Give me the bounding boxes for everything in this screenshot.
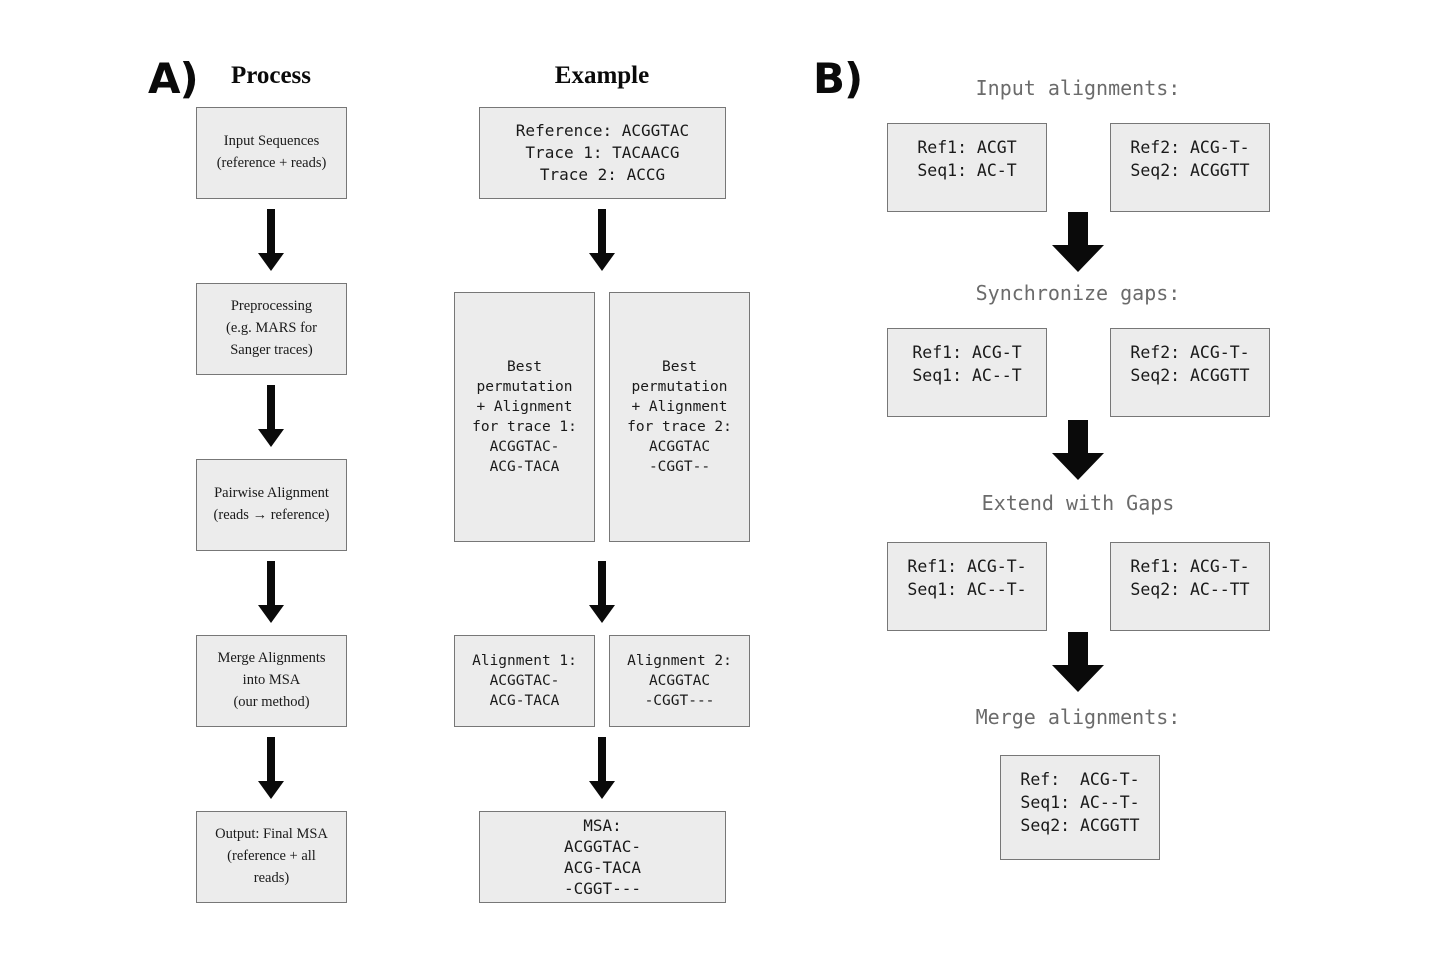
b-box-sync-left-text: Ref1: ACG-T Seq1: AC--T bbox=[912, 343, 1022, 385]
b-box-sync-left: Ref1: ACG-T Seq1: AC--T bbox=[887, 328, 1047, 417]
step-header-extend-with-gaps: Extend with Gaps bbox=[981, 491, 1175, 515]
b-box-extend-right-text: Ref1: ACG-T- Seq2: AC--TT bbox=[1130, 557, 1250, 599]
example-box-input: Reference: ACGGTAC Trace 1: TACAACG Trac… bbox=[479, 107, 726, 199]
process-box-output-msa: Output: Final MSA (reference + all reads… bbox=[196, 811, 347, 903]
process-box-output-msa-text: Output: Final MSA (reference + all reads… bbox=[215, 826, 328, 886]
example-box-input-text: Reference: ACGGTAC Trace 1: TACAACG Trac… bbox=[515, 120, 690, 185]
panel-b-label: B) bbox=[813, 54, 863, 103]
b-box-extend-left-text: Ref1: ACG-T- Seq1: AC--T- bbox=[907, 557, 1027, 599]
process-box-input-sequences-text: Input Sequences (reference + reads) bbox=[216, 133, 327, 171]
process-box-merge-alignments-text: Merge Alignments into MSA (our method) bbox=[217, 650, 326, 710]
example-box-alignment1: Alignment 1: ACGGTAC- ACG-TACA bbox=[454, 635, 595, 727]
process-box-merge-alignments: Merge Alignments into MSA (our method) bbox=[196, 635, 347, 727]
example-box-permutation-trace2: Best permutation + Alignment for trace 2… bbox=[609, 292, 750, 542]
b-box-input-right: Ref2: ACG-T- Seq2: ACGGTT bbox=[1110, 123, 1270, 212]
example-box-permutation-trace2-text: Best permutation + Alignment for trace 2… bbox=[627, 359, 732, 475]
step-header-synchronize-gaps: Synchronize gaps: bbox=[975, 281, 1181, 305]
b-box-sync-right-text: Ref2: ACG-T- Seq2: ACGGTT bbox=[1130, 343, 1250, 385]
example-box-alignment1-text: Alignment 1: ACGGTAC- ACG-TACA bbox=[472, 653, 577, 709]
example-box-msa: MSA: ACGGTAC- ACG-TACA -CGGT--- bbox=[479, 811, 726, 903]
process-box-input-sequences: Input Sequences (reference + reads) bbox=[196, 107, 347, 199]
example-box-alignment2-text: Alignment 2: ACGGTAC -CGGT--- bbox=[627, 653, 732, 709]
down-arrow-thick-icon bbox=[1051, 420, 1105, 480]
b-box-merged-final: Ref: ACG-T- Seq1: AC--T- Seq2: ACGGTT bbox=[1000, 755, 1160, 860]
step-header-input-alignments: Input alignments: bbox=[975, 76, 1181, 100]
b-box-extend-left: Ref1: ACG-T- Seq1: AC--T- bbox=[887, 542, 1047, 631]
b-box-input-left-text: Ref1: ACGT Seq1: AC-T bbox=[917, 138, 1017, 180]
down-arrow-thick-icon bbox=[1051, 632, 1105, 692]
down-arrow-icon bbox=[587, 561, 617, 623]
b-box-merged-final-text: Ref: ACG-T- Seq1: AC--T- Seq2: ACGGTT bbox=[1020, 770, 1140, 835]
down-arrow-icon bbox=[256, 737, 286, 799]
b-box-input-right-text: Ref2: ACG-T- Seq2: ACGGTT bbox=[1130, 138, 1250, 180]
example-box-msa-text: MSA: ACGGTAC- ACG-TACA -CGGT--- bbox=[563, 815, 642, 899]
down-arrow-thick-icon bbox=[1051, 212, 1105, 272]
down-arrow-icon bbox=[256, 209, 286, 271]
example-box-permutation-trace1-text: Best permutation + Alignment for trace 1… bbox=[472, 359, 577, 475]
b-box-sync-right: Ref2: ACG-T- Seq2: ACGGTT bbox=[1110, 328, 1270, 417]
step-header-merge-alignments: Merge alignments: bbox=[975, 705, 1181, 729]
down-arrow-icon bbox=[587, 209, 617, 271]
b-box-input-left: Ref1: ACGT Seq1: AC-T bbox=[887, 123, 1047, 212]
panel-a-label: A) bbox=[148, 54, 199, 103]
process-box-pairwise-alignment-text: Pairwise Alignment (reads → reference) bbox=[213, 485, 330, 523]
process-box-pairwise-alignment: Pairwise Alignment (reads → reference) bbox=[196, 459, 347, 551]
example-box-permutation-trace1: Best permutation + Alignment for trace 1… bbox=[454, 292, 595, 542]
b-box-extend-right: Ref1: ACG-T- Seq2: AC--TT bbox=[1110, 542, 1270, 631]
down-arrow-icon bbox=[587, 737, 617, 799]
example-box-alignment2: Alignment 2: ACGGTAC -CGGT--- bbox=[609, 635, 750, 727]
example-column-header: Example bbox=[554, 62, 650, 89]
process-box-preprocessing: Preprocessing (e.g. MARS for Sanger trac… bbox=[196, 283, 347, 375]
process-column-header: Process bbox=[230, 62, 312, 89]
process-box-preprocessing-text: Preprocessing (e.g. MARS for Sanger trac… bbox=[225, 298, 318, 358]
down-arrow-icon bbox=[256, 385, 286, 447]
down-arrow-icon bbox=[256, 561, 286, 623]
